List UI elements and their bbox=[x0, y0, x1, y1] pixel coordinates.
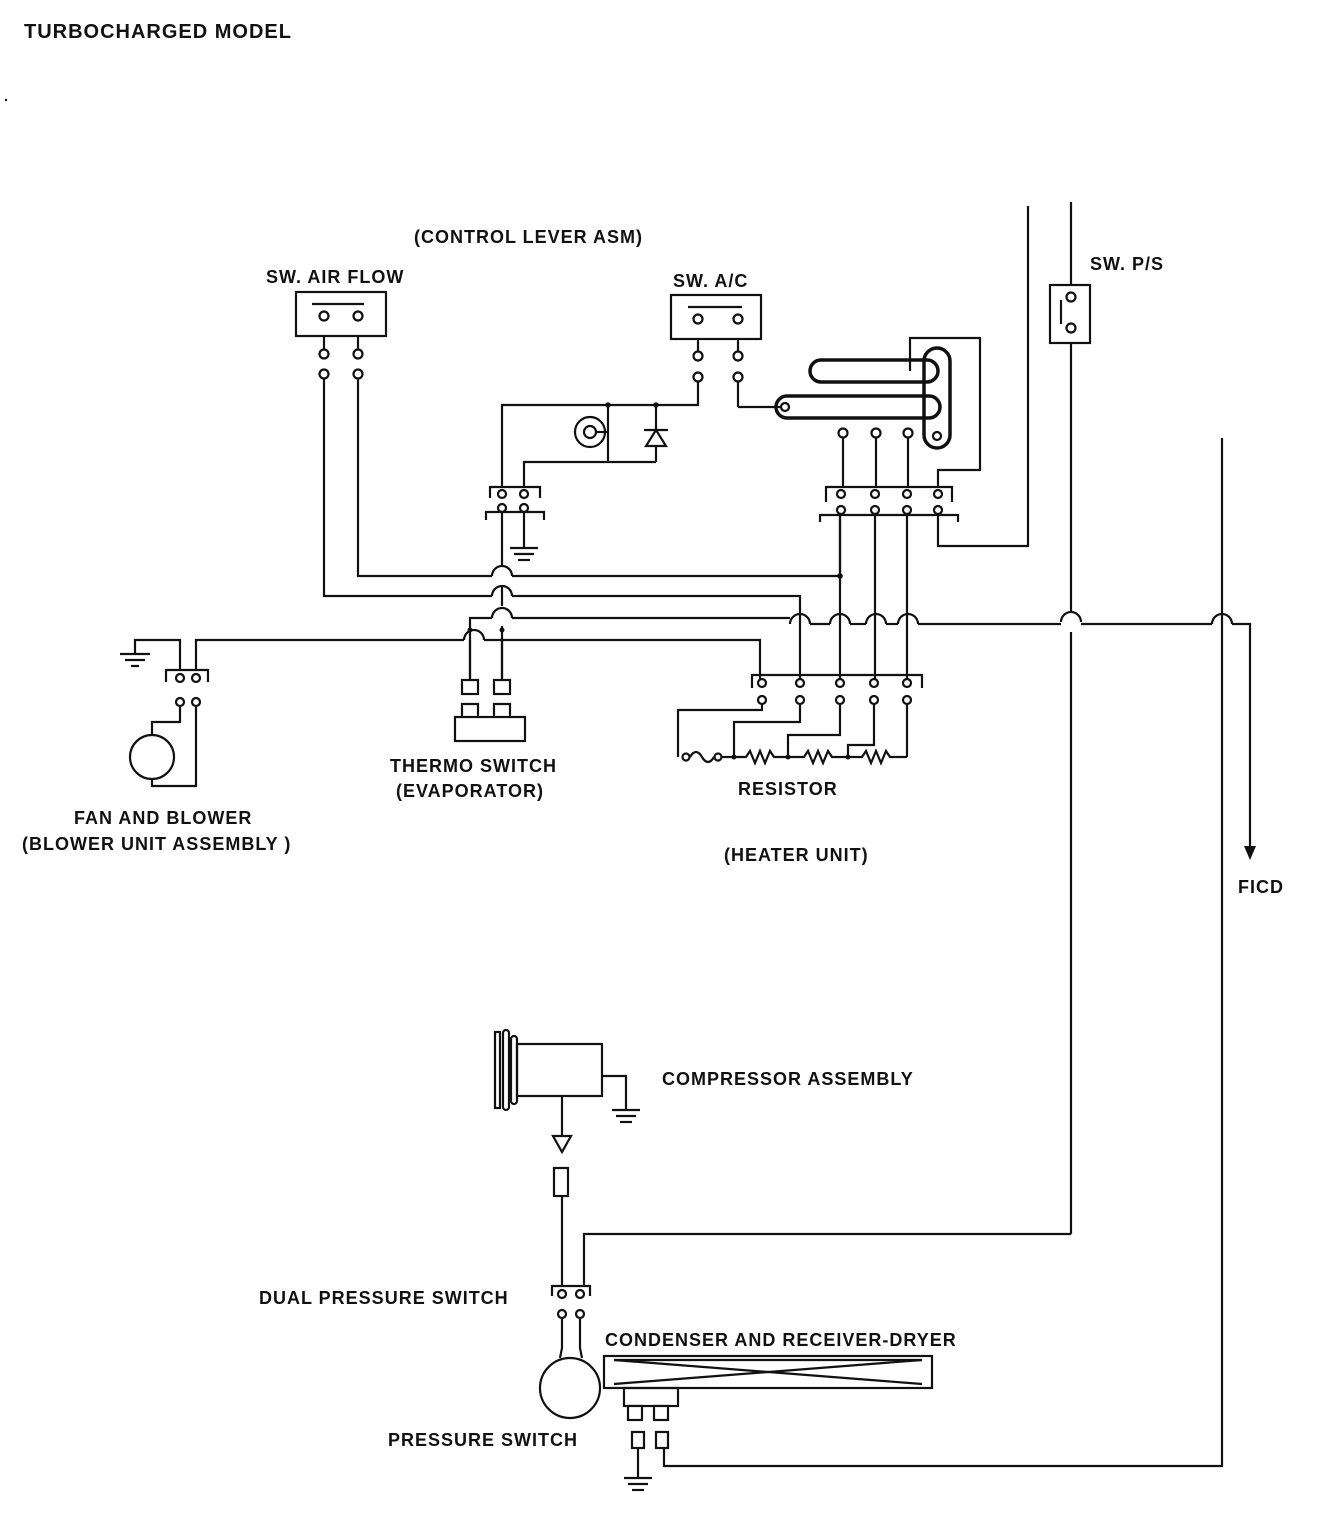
fan-and-blower bbox=[120, 638, 210, 788]
heater-unit-label: (HEATER UNIT) bbox=[724, 845, 869, 865]
sw-air-flow bbox=[294, 290, 388, 380]
connector-lamp bbox=[484, 485, 546, 562]
blower-unit-label: (BLOWER UNIT ASSEMBLY ) bbox=[22, 834, 291, 854]
pressure-switch-label: PRESSURE SWITCH bbox=[388, 1430, 578, 1450]
connector-heater bbox=[818, 206, 1030, 548]
indicator-lamp-circuit bbox=[500, 382, 700, 487]
sw-air-flow-label: SW. AIR FLOW bbox=[266, 267, 404, 287]
thermo-switch-label: THERMO SWITCH bbox=[390, 756, 557, 776]
sw-ac bbox=[669, 293, 763, 383]
diagram-title: TURBOCHARGED MODEL bbox=[24, 21, 292, 43]
compressor-assembly bbox=[493, 1028, 640, 1286]
resistor-label: RESISTOR bbox=[738, 779, 838, 799]
sw-ac-label: SW. A/C bbox=[673, 271, 748, 291]
sw-ps-label: SW. P/S bbox=[1090, 254, 1164, 274]
main-wiring bbox=[194, 379, 1256, 1468]
condenser-receiver-dryer bbox=[602, 1354, 934, 1492]
heater-terminals bbox=[837, 427, 914, 487]
thermo-switch bbox=[453, 640, 527, 743]
condenser-label: CONDENSER AND RECEIVER-DRYER bbox=[605, 1330, 957, 1350]
dual-pressure-switch bbox=[538, 1284, 602, 1420]
control-lever-label: (CONTROL LEVER ASM) bbox=[414, 227, 643, 247]
condenser-fan-motor-icon bbox=[538, 1356, 602, 1420]
ficd-label: FICD bbox=[1238, 877, 1284, 897]
dual-pressure-label: DUAL PRESSURE SWITCH bbox=[259, 1288, 509, 1308]
resistor bbox=[676, 673, 924, 766]
blower-motor-icon bbox=[128, 733, 176, 781]
diode-icon bbox=[644, 427, 668, 448]
heater-switch-element bbox=[736, 336, 982, 487]
evaporator-label: (EVAPORATOR) bbox=[396, 781, 544, 801]
fan-blower-label: FAN AND BLOWER bbox=[74, 808, 252, 828]
sw-ps bbox=[582, 202, 1092, 1286]
compressor-label: COMPRESSOR ASSEMBLY bbox=[662, 1069, 914, 1089]
